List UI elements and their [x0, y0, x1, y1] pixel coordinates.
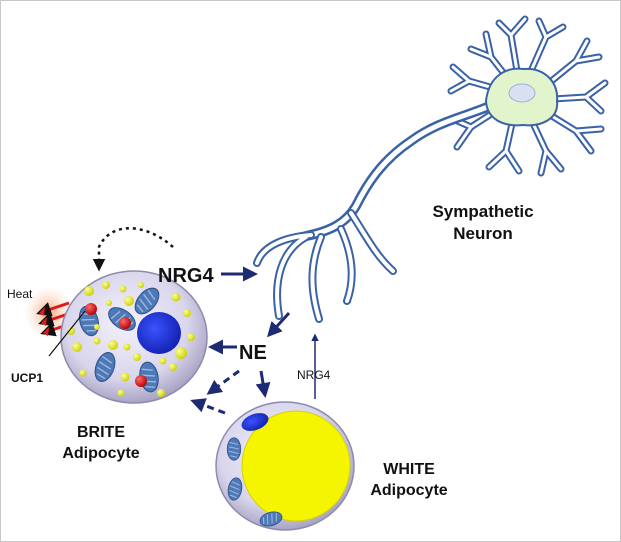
- nrg4-small-label: NRG4: [297, 368, 331, 382]
- sympathetic-neuron: [253, 15, 609, 323]
- ne-label: NE: [239, 342, 267, 364]
- ucp1-pointer-line: [48, 310, 86, 357]
- arrow-neuron-to-ne: [266, 311, 291, 338]
- brite-label-line1: BRITE: [77, 424, 125, 441]
- arrow-ne-to-white: [255, 370, 271, 398]
- brite-label-line2: Adipocyte: [62, 445, 139, 462]
- neuron-label-line1: Sympathetic: [432, 202, 533, 221]
- feedback-dotted-arrow: [92, 227, 174, 272]
- heat-glow-icon: [25, 287, 74, 339]
- white-label-line1: WHITE: [383, 461, 435, 478]
- nrg4-main-label: NRG4: [158, 265, 214, 287]
- dashed-arrow-white-to-brite: [190, 398, 226, 415]
- dashed-arrow-ne-to-brite: [206, 369, 240, 395]
- white-label-line2: Adipocyte: [370, 482, 447, 499]
- ucp1-label: UCP1: [11, 371, 43, 385]
- neuron-label-line2: Neuron: [453, 224, 513, 243]
- white-adipocyte-icon: [215, 401, 355, 531]
- brite-adipocyte-icon: [60, 270, 208, 404]
- heat-label: Heat: [7, 287, 33, 301]
